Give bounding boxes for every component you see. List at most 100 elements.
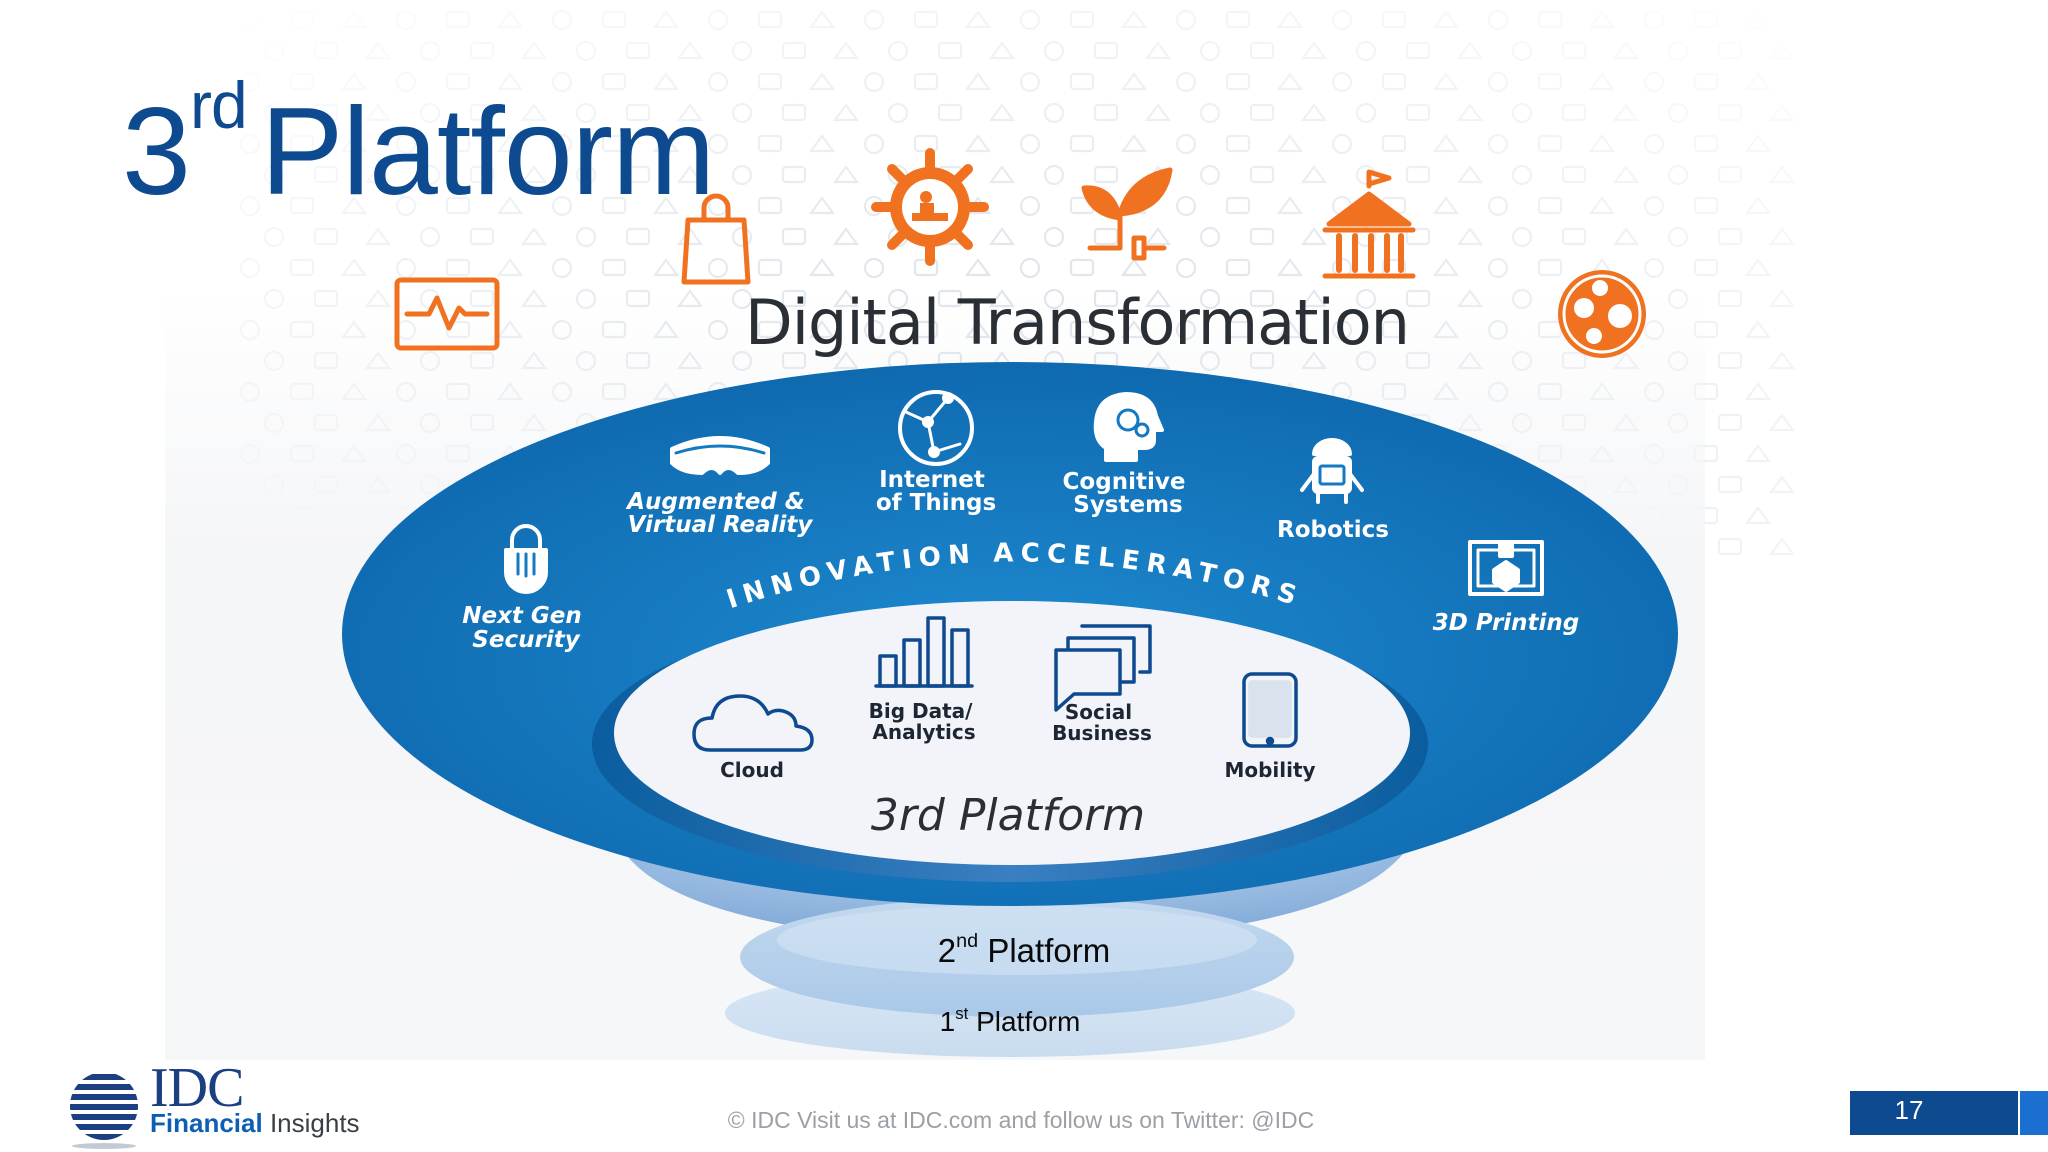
pattern-glyph — [808, 10, 836, 29]
pattern-glyph — [988, 165, 1016, 184]
core-label-mobility: Mobility — [1224, 758, 1315, 782]
pattern-glyph — [707, 71, 729, 93]
pattern-glyph — [1744, 382, 1772, 401]
pattern-glyph — [364, 165, 392, 184]
pattern-glyph — [340, 72, 368, 91]
pattern-glyph — [1249, 165, 1275, 184]
pattern-glyph — [1768, 165, 1796, 184]
pattern-glyph — [419, 164, 441, 186]
bar-chart-icon — [874, 616, 974, 688]
core-title: 3rd Platform — [871, 790, 1145, 841]
pattern-glyph — [1561, 165, 1587, 184]
pattern-glyph — [937, 103, 963, 122]
pattern-glyph — [1144, 41, 1172, 60]
pattern-glyph — [364, 41, 392, 60]
pattern-glyph — [520, 165, 548, 184]
pattern-glyph — [1744, 10, 1772, 29]
pattern-glyph — [707, 9, 729, 31]
pattern-glyph — [863, 71, 885, 93]
pattern-glyph — [419, 102, 441, 124]
pattern-glyph — [1300, 41, 1328, 60]
pattern-glyph — [1511, 164, 1533, 186]
accelerator-label-cognitive: Cognitive Systems — [1063, 469, 1194, 518]
pattern-glyph — [395, 133, 417, 155]
pattern-glyph — [1093, 103, 1119, 122]
robot-icon — [1300, 438, 1364, 504]
cloud-icon — [692, 694, 814, 752]
pattern-glyph — [551, 9, 573, 31]
pattern-glyph — [1487, 9, 1509, 31]
pattern-glyph — [1612, 103, 1640, 122]
pattern-glyph — [964, 10, 992, 29]
pattern-glyph — [887, 40, 909, 62]
pattern-glyph — [419, 40, 441, 62]
heart-monitor-icon — [394, 277, 500, 351]
accelerator-label-robotics: Robotics — [1277, 517, 1389, 543]
pattern-glyph — [1487, 71, 1509, 93]
pattern-glyph — [1643, 133, 1665, 155]
core-label-social: Social Business — [1052, 700, 1152, 745]
pattern-glyph — [1093, 41, 1119, 60]
pattern-glyph — [601, 72, 627, 91]
pattern-glyph — [625, 103, 651, 122]
pattern-glyph — [731, 102, 753, 124]
pattern-glyph — [1381, 10, 1407, 29]
pattern-glyph — [1717, 41, 1743, 60]
pattern-glyph — [1717, 227, 1743, 246]
pattern-glyph — [239, 133, 261, 155]
pattern-glyph — [520, 103, 548, 122]
pattern-glyph — [263, 164, 285, 186]
pattern-glyph — [1561, 103, 1587, 122]
pattern-glyph — [832, 165, 860, 184]
pattern-glyph — [1225, 134, 1251, 153]
pattern-glyph — [1043, 40, 1065, 62]
vr-goggles-icon — [670, 436, 770, 475]
pattern-glyph — [289, 134, 315, 153]
pattern-glyph — [340, 134, 368, 153]
pattern-glyph — [1276, 10, 1304, 29]
pattern-glyph — [676, 41, 704, 60]
pattern-glyph — [601, 134, 627, 153]
pattern-glyph — [1405, 165, 1431, 184]
pattern-glyph — [1093, 165, 1119, 184]
pattern-glyph — [913, 10, 939, 29]
factory-gear-icon — [871, 148, 989, 266]
page-number-stripe — [2020, 1091, 2048, 1135]
pattern-glyph — [1744, 72, 1772, 91]
pattern-glyph — [1331, 9, 1353, 31]
idc-logo-globe — [70, 1074, 138, 1149]
pattern-glyph — [1768, 413, 1796, 432]
pattern-glyph — [445, 10, 471, 29]
pattern-glyph — [863, 133, 885, 155]
pattern-glyph — [395, 9, 417, 31]
pattern-glyph — [1744, 320, 1772, 339]
pattern-glyph — [1405, 41, 1431, 60]
pattern-glyph — [1331, 71, 1353, 93]
core-disk — [614, 601, 1410, 865]
pattern-glyph — [1744, 134, 1772, 153]
pattern-glyph — [1175, 9, 1197, 31]
pattern-glyph — [1717, 165, 1743, 184]
pattern-glyph — [496, 134, 524, 153]
pattern-glyph — [652, 134, 680, 153]
pattern-glyph — [1667, 164, 1689, 186]
pattern-glyph — [913, 72, 939, 91]
pattern-glyph — [676, 103, 704, 122]
pattern-glyph — [1175, 71, 1197, 93]
accelerator-label-ar-vr: Augmented & Virtual Reality — [625, 489, 813, 538]
core-label-big-data: Big Data/ Analytics — [869, 699, 980, 744]
digital-transformation-title: Digital Transformation — [745, 286, 1410, 359]
pattern-glyph — [964, 72, 992, 91]
pattern-glyph — [832, 103, 860, 122]
idc-logo-word: IDC — [150, 1057, 244, 1119]
pattern-glyph — [1144, 103, 1172, 122]
pattern-glyph — [469, 165, 495, 184]
pattern-glyph — [1120, 134, 1148, 153]
pattern-glyph — [1069, 10, 1095, 29]
pattern-glyph — [1199, 102, 1221, 124]
pattern-glyph — [781, 165, 807, 184]
pattern-glyph — [1612, 41, 1640, 60]
second-platform-highlight — [777, 905, 1257, 975]
pattern-glyph — [808, 134, 836, 153]
